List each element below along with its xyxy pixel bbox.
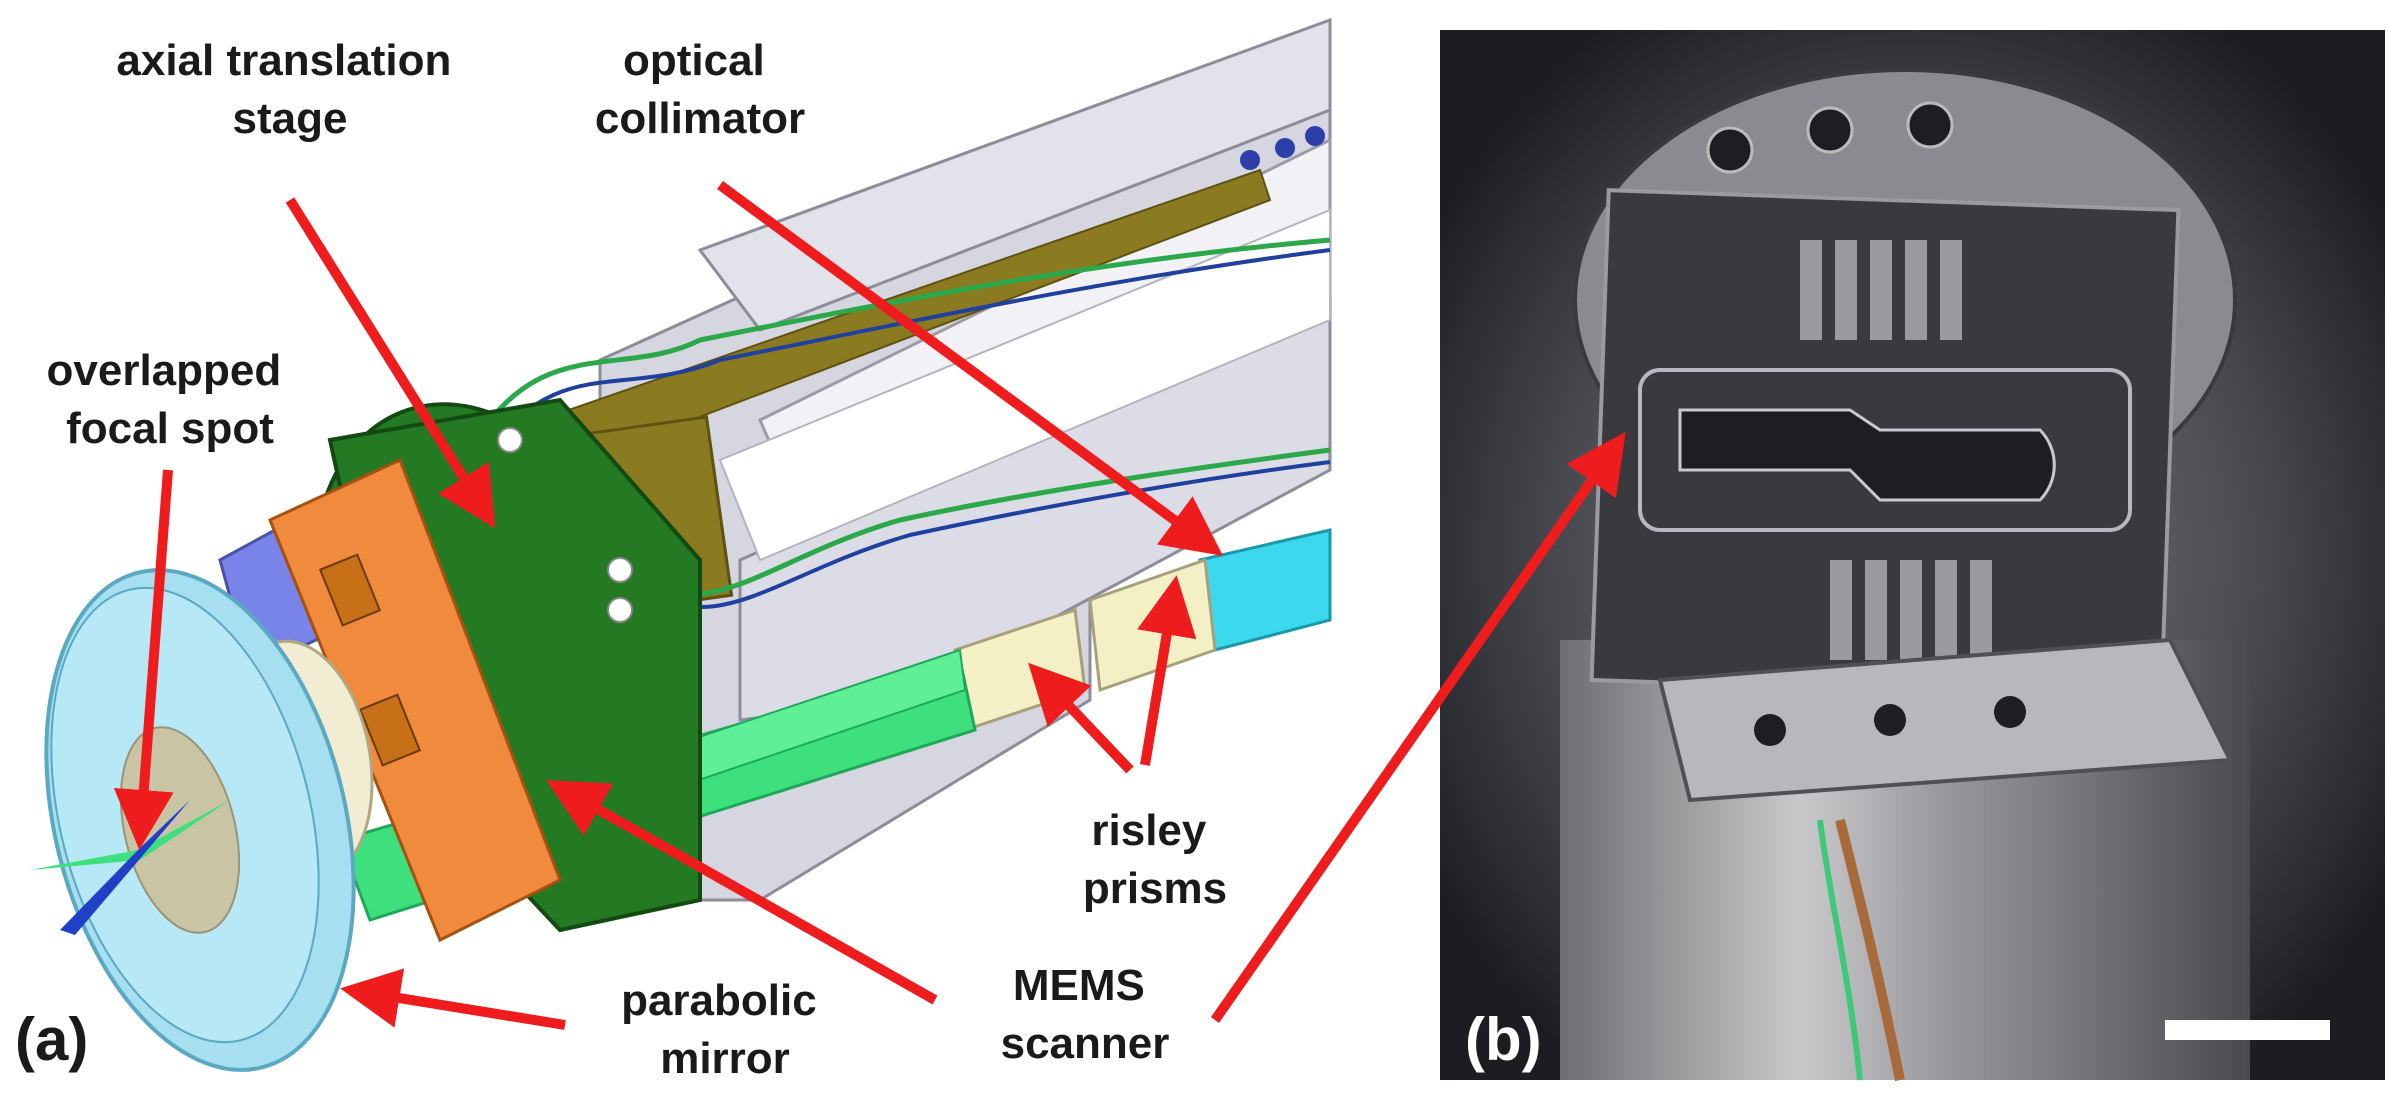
- arrow-parabolic-mirror: [350, 990, 565, 1025]
- panel-b-photo: [1440, 30, 2385, 1080]
- photo-screw-hole: [1754, 714, 1786, 746]
- label-optical-collimator: optical collimator: [595, 36, 805, 143]
- panel-a-cad-render: [0, 20, 1330, 1103]
- photo-screw-hole: [1708, 128, 1752, 172]
- panel-letter-a: (a): [15, 1006, 88, 1073]
- label-axial-translation-stage: axial translation stage: [116, 36, 463, 143]
- photo-screw-hole: [1808, 108, 1852, 152]
- label-overlapped-focal-spot: overlapped focal spot: [47, 346, 294, 453]
- label-mems-scanner: MEMS scanner: [1001, 961, 1170, 1068]
- screw: [608, 558, 632, 582]
- coil-dot: [1305, 126, 1325, 146]
- screw: [608, 598, 632, 622]
- optical-collimator-part: [1200, 530, 1330, 650]
- coil-dot: [1275, 138, 1295, 158]
- scale-bar: [2165, 1020, 2330, 1040]
- panel-letter-b: (b): [1465, 1006, 1542, 1073]
- coil-dot: [1240, 150, 1260, 170]
- photo-screw-hole: [1874, 704, 1906, 736]
- photo-screw-hole: [1908, 103, 1952, 147]
- label-risley-prisms: risley prisms: [1083, 806, 1227, 913]
- photo-screw-hole: [1994, 696, 2026, 728]
- label-parabolic-mirror: parabolic mirror: [621, 976, 829, 1083]
- screw: [498, 428, 522, 452]
